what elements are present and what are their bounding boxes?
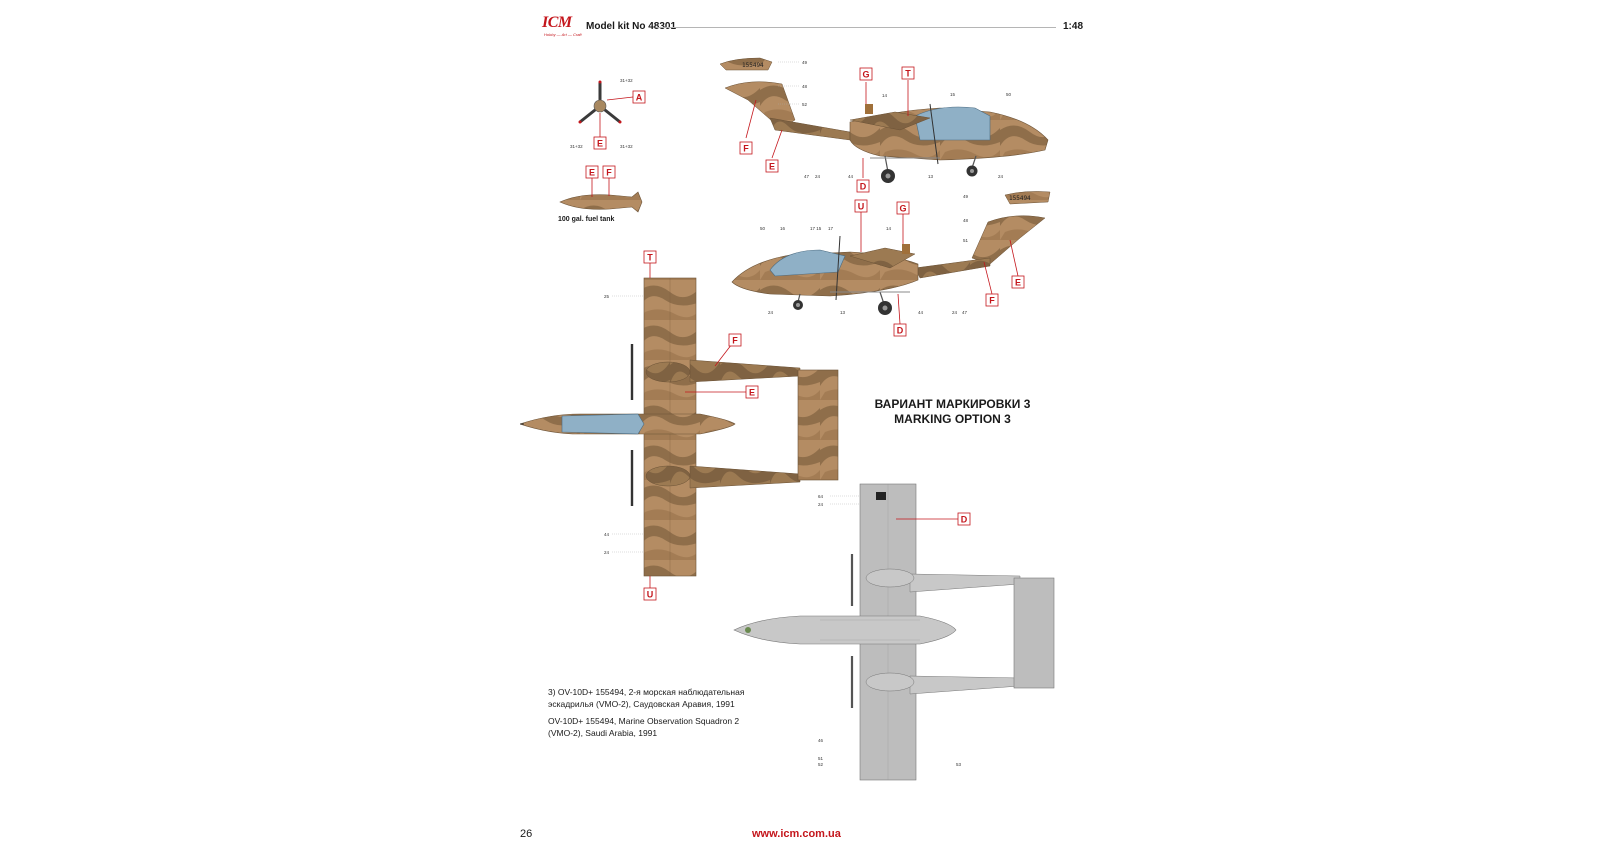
- tail-serial-1: 155494: [742, 62, 764, 69]
- svg-text:49: 49: [802, 60, 808, 65]
- svg-text:A: A: [636, 93, 643, 103]
- svg-text:D: D: [860, 182, 867, 192]
- svg-text:49: 49: [963, 194, 969, 199]
- svg-text:52: 52: [802, 102, 808, 107]
- callout-tag: T: [901, 66, 915, 80]
- decal-numbers: 31+32 31+32 31+32 49 48 52 14 15 50 47 2…: [570, 60, 1012, 767]
- svg-text:15: 15: [950, 92, 956, 97]
- svg-text:F: F: [743, 144, 749, 154]
- callout-tag: F: [602, 165, 616, 179]
- callout-tag: U: [643, 587, 657, 601]
- svg-text:U: U: [858, 202, 865, 212]
- svg-text:D: D: [961, 515, 968, 525]
- callout-tag: E: [1011, 275, 1025, 289]
- header-divider: [656, 27, 1056, 28]
- svg-text:24: 24: [818, 502, 824, 507]
- svg-text:51: 51: [963, 238, 969, 243]
- svg-text:14: 14: [882, 93, 888, 98]
- svg-text:G: G: [899, 204, 906, 214]
- svg-text:E: E: [589, 168, 595, 178]
- svg-text:13: 13: [928, 174, 934, 179]
- caption-ru: 3) OV-10D+ 155494, 2-я морская наблюдате…: [548, 687, 745, 709]
- svg-text:14: 14: [886, 226, 892, 231]
- svg-text:44: 44: [604, 532, 610, 537]
- svg-text:U: U: [647, 590, 654, 600]
- svg-text:24: 24: [952, 310, 958, 315]
- callout-tag: G: [859, 67, 873, 81]
- footer-url[interactable]: www.icm.com.ua: [752, 828, 841, 840]
- svg-text:48: 48: [802, 84, 808, 89]
- bottom-view: [733, 483, 1055, 781]
- svg-text:E: E: [597, 139, 603, 149]
- svg-text:31+32: 31+32: [620, 144, 633, 149]
- svg-text:44: 44: [848, 174, 854, 179]
- svg-text:47: 47: [962, 310, 968, 315]
- svg-text:53: 53: [956, 762, 962, 767]
- callout-tag: E: [745, 385, 759, 399]
- svg-text:46: 46: [818, 738, 824, 743]
- svg-text:G: G: [862, 70, 869, 80]
- svg-text:17 15: 17 15: [810, 226, 822, 231]
- fuel-tank: [559, 178, 643, 213]
- caption-en: OV-10D+ 155494, Marine Observation Squad…: [548, 716, 740, 738]
- svg-text:E: E: [769, 162, 775, 172]
- marking-option-title-ru: ВАРИАНТ МАРКИРОВКИ 3: [874, 397, 1031, 411]
- callout-tags: A E E F G T F E D U G E F D T F E U D: [585, 66, 1025, 601]
- callout-tag: D: [856, 179, 870, 193]
- svg-text:T: T: [647, 253, 653, 263]
- fuel-tank-label: 100 gal. fuel tank: [558, 216, 615, 223]
- side-view-right: 155494: [731, 191, 1051, 325]
- side-view-left: 155494: [719, 57, 1049, 183]
- callout-tag: E: [765, 159, 779, 173]
- page-number: 26: [520, 828, 533, 840]
- svg-text:24: 24: [998, 174, 1004, 179]
- instruction-page: ICM Hobby — Art — Craft Model kit No 483…: [520, 0, 1100, 850]
- svg-text:16: 16: [780, 226, 786, 231]
- svg-text:E: E: [749, 388, 755, 398]
- svg-text:52: 52: [818, 762, 824, 767]
- callout-tag: E: [585, 165, 599, 179]
- kit-scale: 1:48: [1063, 21, 1084, 32]
- callout-tag: U: [854, 199, 868, 213]
- callout-tag: F: [739, 141, 753, 155]
- kit-number: Model kit No 48301: [586, 21, 677, 32]
- svg-text:64: 64: [818, 494, 824, 499]
- top-view: [520, 263, 839, 588]
- svg-text:E: E: [1015, 278, 1021, 288]
- icm-logo-tagline: Hobby — Art — Craft: [544, 32, 582, 37]
- svg-text:50: 50: [760, 226, 766, 231]
- callout-tag: D: [893, 323, 907, 337]
- svg-text:13: 13: [840, 310, 846, 315]
- propeller-detail: [578, 80, 634, 138]
- callout-tag: F: [728, 333, 742, 347]
- svg-text:T: T: [905, 69, 911, 79]
- svg-text:F: F: [732, 336, 738, 346]
- svg-text:31+32: 31+32: [570, 144, 583, 149]
- tail-serial-2: 155494: [1009, 195, 1031, 202]
- callout-tag: E: [593, 136, 607, 150]
- callout-tag: D: [957, 512, 971, 526]
- svg-text:24: 24: [604, 550, 610, 555]
- callout-tag: A: [632, 90, 646, 104]
- svg-text:48: 48: [963, 218, 969, 223]
- callout-tag: F: [985, 293, 999, 307]
- marking-artwork: 100 gal. fuel tank 155494: [520, 57, 1055, 781]
- callout-tag: G: [896, 201, 910, 215]
- callout-tag: T: [643, 250, 657, 264]
- svg-text:24: 24: [768, 310, 774, 315]
- svg-text:50: 50: [1006, 92, 1012, 97]
- svg-text:17: 17: [828, 226, 834, 231]
- svg-text:31+32: 31+32: [620, 78, 633, 83]
- svg-text:25: 25: [604, 294, 610, 299]
- svg-text:F: F: [606, 168, 612, 178]
- svg-text:51: 51: [818, 756, 824, 761]
- svg-text:F: F: [989, 296, 995, 306]
- icm-logo: ICM: [542, 14, 572, 31]
- svg-text:D: D: [897, 326, 904, 336]
- svg-text:47: 47: [804, 174, 810, 179]
- marking-option-title-en: MARKING OPTION 3: [894, 412, 1011, 426]
- marking-option-title: ВАРИАНТ МАРКИРОВКИ 3 MARKING OPTION 3: [865, 397, 1040, 427]
- svg-text:24: 24: [815, 174, 821, 179]
- svg-text:44: 44: [918, 310, 924, 315]
